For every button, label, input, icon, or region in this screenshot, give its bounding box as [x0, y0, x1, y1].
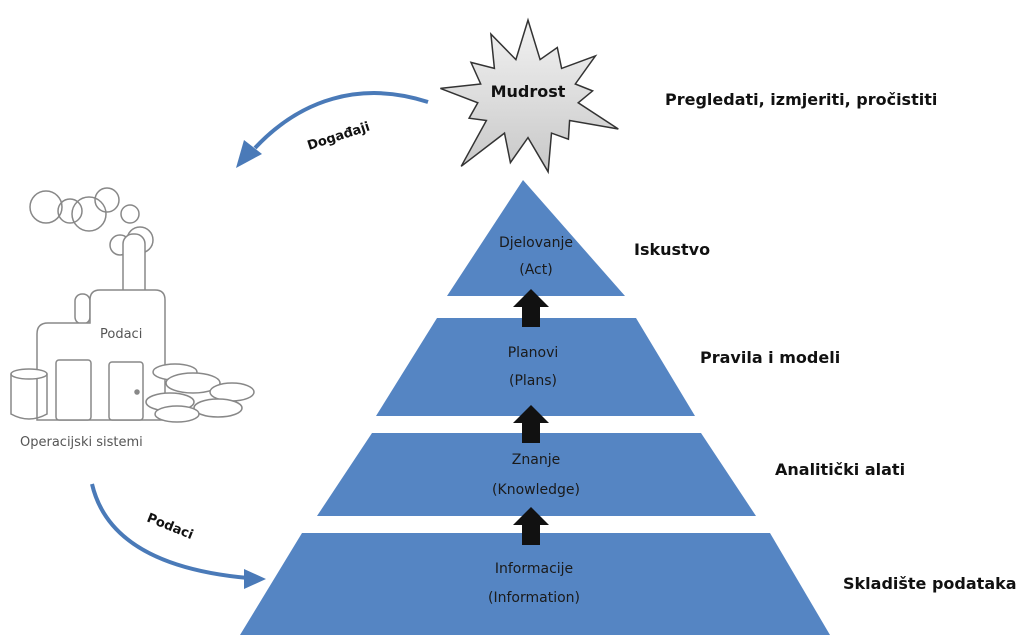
- up-arrow-1: [513, 289, 549, 327]
- tier-information-subtitle: (Information): [488, 590, 580, 606]
- events-arc: [253, 91, 429, 150]
- factory-icon: [10, 187, 255, 423]
- tier-knowledge-subtitle: (Knowledge): [492, 482, 580, 498]
- data-arrowhead: [244, 569, 266, 589]
- label-experience: Iskustvo: [634, 240, 710, 259]
- tier-act-title: Djelovanje: [499, 235, 573, 251]
- tier-information-title: Informacije: [495, 561, 573, 577]
- factory-caption: Operacijski sistemi: [20, 435, 143, 450]
- label-data-warehouse: Skladište podataka: [843, 574, 1017, 593]
- tier-plans-subtitle: (Plans): [509, 373, 557, 389]
- up-arrow-3: [513, 507, 549, 545]
- pyramid-tier-knowledge: [317, 433, 756, 516]
- events-arrowhead: [236, 140, 262, 168]
- tier-act-subtitle: (Act): [519, 262, 552, 278]
- label-review: Pregledati, izmjeriti, pročistiti: [665, 90, 937, 109]
- data-arc: [90, 483, 249, 580]
- pyramid-tier-plans: [376, 318, 695, 416]
- data-label: Podaci: [145, 511, 196, 543]
- label-analytic-tools: Analitički alati: [775, 460, 905, 479]
- star-label: Mudrost: [491, 82, 566, 101]
- pyramid-tier-act: [447, 180, 625, 296]
- label-rules-models: Pravila i modeli: [700, 348, 840, 367]
- tier-knowledge-title: Znanje: [512, 452, 560, 468]
- wisdom-star: [440, 17, 619, 175]
- pyramid-tier-information: [240, 533, 830, 635]
- factory-label: Podaci: [100, 327, 142, 342]
- tier-plans-title: Planovi: [508, 345, 559, 361]
- events-label: Događaji: [306, 120, 372, 154]
- up-arrow-2: [513, 405, 549, 443]
